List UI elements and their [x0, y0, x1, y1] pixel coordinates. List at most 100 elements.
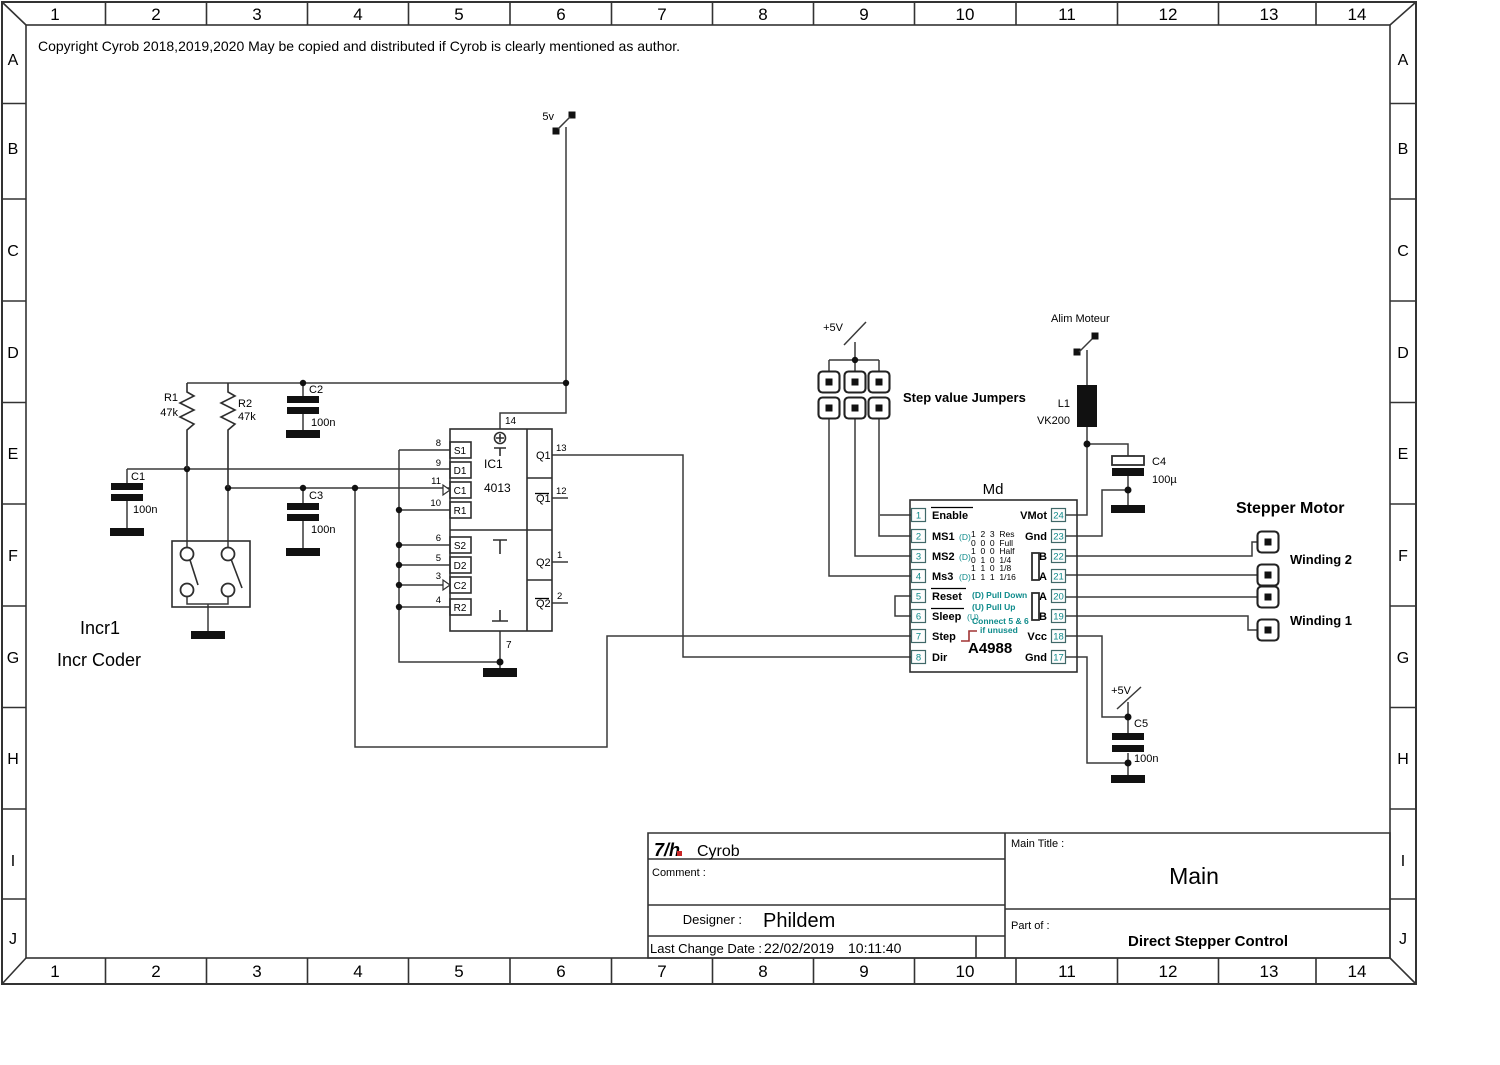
pin-number: 21 — [1053, 572, 1064, 583]
ground-symbol — [492, 610, 508, 622]
grid-col-label: 3 — [252, 5, 261, 24]
ref-label: C5 — [1134, 718, 1148, 730]
driver-note: if unused — [980, 625, 1018, 635]
pin-name: R1 — [454, 506, 467, 517]
pin-number: 7 — [916, 632, 921, 643]
pin-number: 14 — [505, 416, 517, 427]
pin-tag: (D) — [959, 532, 971, 542]
pin-number: 11 — [431, 476, 441, 487]
microstep-row: 1 0 0 Half — [971, 546, 1015, 556]
grid-row-label: E — [8, 446, 19, 463]
ref-label: C2 — [309, 384, 323, 396]
clock-edge-icon — [442, 578, 452, 592]
ground-icon — [286, 548, 320, 556]
grid-col-label: 9 — [859, 962, 868, 981]
pin-number: 8 — [916, 653, 921, 664]
grid-col-label: 5 — [454, 962, 463, 981]
section-label: Stepper Motor — [1236, 500, 1344, 517]
pin-number: 10 — [430, 498, 441, 509]
power-flag-5v-top: 5v — [542, 111, 576, 135]
driver-note: (U) Pull Up — [972, 602, 1015, 612]
pin-name: R2 — [454, 603, 467, 614]
grid-row-label: D — [7, 345, 19, 362]
inductor-l1: L1 VK200 — [1037, 385, 1097, 427]
ground-icon — [191, 631, 225, 639]
pin-number: 3 — [436, 571, 441, 582]
pin-name: Q1 — [536, 493, 551, 505]
grid-row-label: J — [9, 931, 17, 948]
switch-lever — [189, 559, 199, 586]
pin-number: 4 — [916, 572, 921, 583]
a4988-pin-vmot: VMot 24 — [1020, 507, 1067, 523]
power-flag-5v-logic: +5V — [1111, 685, 1142, 710]
microstep-row: 0 0 0 Full — [971, 538, 1013, 548]
pin-number: 3 — [916, 552, 921, 563]
pin-number: 9 — [436, 458, 441, 469]
capacitor-c3: C3 100n — [286, 490, 335, 556]
grid-col-label: 1 — [50, 5, 59, 24]
grid-col-label: 2 — [151, 962, 160, 981]
pin-name: Gnd — [1025, 531, 1047, 543]
pin-number: 12 — [556, 486, 567, 497]
ref-label: C1 — [131, 471, 145, 483]
grid-row-label: F — [8, 548, 18, 565]
grid-col-label: 11 — [1058, 962, 1076, 981]
driver-note: (D) Pull Down — [972, 590, 1027, 600]
pin-number: 7 — [506, 640, 512, 651]
part-of-title: Direct Stepper Control — [1128, 933, 1288, 950]
grid-row-label: B — [1398, 141, 1409, 158]
a4988-pin-vcc: Vcc 18 — [1027, 628, 1067, 644]
pin-name: D2 — [454, 561, 467, 572]
brand-name: Cyrob — [697, 843, 740, 860]
pin-number: 23 — [1053, 532, 1064, 543]
grid-col-label: 10 — [956, 5, 975, 24]
schematic-wires — [126, 127, 1258, 775]
a4988-pin-ms3: 4 Ms3 (D) — [910, 568, 971, 584]
ground-icon — [110, 528, 144, 536]
toggle-symbol — [493, 539, 507, 554]
grid-row-label: G — [7, 650, 19, 667]
copyright-text: Copyright Cyrob 2018,2019,2020 May be co… — [38, 38, 680, 54]
supply-label: 5v — [542, 111, 554, 123]
module-title: Md — [983, 481, 1004, 498]
pin-number: 6 — [436, 533, 441, 544]
grid-col-label: 6 — [556, 962, 565, 981]
pin-name: MS2 — [932, 551, 955, 563]
ground-icon — [1111, 775, 1145, 783]
a4988-pin-sleep: 6 Sleep (U) — [910, 607, 979, 624]
a4988-pin-dir: 8 Dir — [910, 649, 948, 665]
grid-col-label: 13 — [1260, 962, 1279, 981]
pin-number: 2 — [916, 532, 921, 543]
ref-label: C3 — [309, 490, 323, 502]
clock-edge-icon — [442, 483, 452, 497]
a4988-pin-step: 7 Step — [910, 628, 977, 644]
value-label: 47k — [160, 407, 178, 419]
main-title: Main — [1169, 863, 1219, 889]
power-flag-5v-jumpers: +5V — [823, 321, 867, 346]
pin-name: Step — [932, 631, 956, 643]
pin-name: S2 — [454, 541, 467, 552]
pin-name: Q1 — [536, 450, 551, 462]
supply-label: +5V — [1111, 685, 1132, 697]
grid-ticks — [2, 2, 1416, 984]
part-label: 4013 — [484, 481, 511, 495]
pin-name: Ms3 — [932, 571, 953, 583]
part-label: A4988 — [968, 640, 1012, 657]
grid-col-label: 4 — [353, 5, 362, 24]
pin-number: 6 — [916, 612, 921, 623]
supply-label: +5V — [823, 322, 844, 334]
grid-row-label: A — [1398, 52, 1409, 69]
sheet-border: 1 2 3 4 5 6 7 8 9 10 11 12 13 14 1 2 3 4… — [1, 1, 1417, 985]
ref-label: R1 — [164, 392, 178, 404]
a4988-pin-enable: 1 Enable — [910, 506, 973, 523]
winding-label: Winding 2 — [1290, 552, 1352, 567]
last-change-date: 22/02/2019 — [764, 940, 834, 956]
grid-col-label: 7 — [657, 5, 666, 24]
winding-bracket — [1031, 552, 1040, 581]
microstep-row: 1 1 0 1/8 — [971, 563, 1011, 573]
comment-label: Comment : — [652, 867, 706, 879]
pin-name: Dir — [932, 652, 948, 664]
pin-number: 1 — [557, 550, 562, 561]
grid-row-label: B — [8, 141, 19, 158]
grid-row-label: G — [1397, 650, 1409, 667]
